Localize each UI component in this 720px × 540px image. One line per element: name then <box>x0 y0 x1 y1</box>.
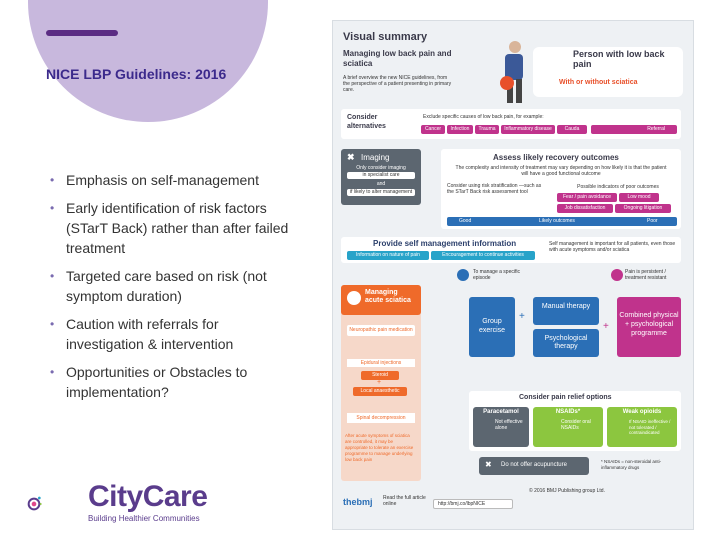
steroid-pill: Steroid <box>361 371 399 380</box>
anaesthetic-pill: Local anaesthetic <box>353 387 407 396</box>
epidural-title: Epidural injections <box>347 359 415 367</box>
bullet-item: Early identification of risk factors (ST… <box>44 198 294 258</box>
indicator-pill: Job dissatisfaction <box>557 204 613 213</box>
indicators-title: Possible indicators of poor outcomes <box>577 184 659 190</box>
scale-poor: Poor <box>647 218 658 224</box>
bullet-item: Caution with referrals for investigation… <box>44 314 294 354</box>
person-title: Person with low back pain <box>573 49 665 69</box>
indicator-pill: Low mood <box>619 193 659 202</box>
copyright: © 2016 BMJ Publishing group Ltd. <box>529 488 605 494</box>
relief-title: Consider pain relief options <box>519 394 612 401</box>
cause-pill: Trauma <box>475 125 499 134</box>
info-intro: A brief overview the new NICE guidelines… <box>343 75 452 93</box>
acute-note: After acute symptoms of sciatica are con… <box>345 433 414 462</box>
cause-pill: Inflammatory disease <box>501 125 555 134</box>
to-manage: To manage a specific episode <box>473 269 520 281</box>
imaging-if: if likely to alter management <box>347 189 415 196</box>
para-note: Not effective alone <box>495 419 523 431</box>
cause-pill: Cancer <box>421 125 445 134</box>
logo-wordmark: CityCare <box>88 480 208 513</box>
info-subheader: Managing low back pain and sciatica <box>343 49 452 68</box>
info-header: Visual summary <box>343 31 428 43</box>
bullet-item: Targeted care based on risk (not symptom… <box>44 266 294 306</box>
x-icon: ✖ <box>347 152 355 162</box>
logo-tagline: Building Healthier Communities <box>88 514 200 523</box>
nsaids-note: Consider oral NSAIDs <box>561 419 591 431</box>
opioids-title: Weak opioids <box>622 409 662 415</box>
group-exercise: Group exercise <box>478 318 506 334</box>
footnote: * NSAIDs = non-steroidal anti-inflammato… <box>601 459 662 470</box>
opioids-note: If NSAID ineffective / not tolerated / c… <box>629 419 671 435</box>
para-title: Paracetamol <box>483 409 519 415</box>
nsaids-title: NSAIDs* <box>555 409 581 415</box>
cause-pill: Cauda equina <box>557 125 587 141</box>
neuro-box: Neuropathic pain medication <box>347 325 415 336</box>
spinal-box: Spinal decompression <box>347 413 415 423</box>
combined-programme: Combined physical + psychological progra… <box>619 312 679 337</box>
bullet-item: Opportunities or Obstacles to implementa… <box>44 362 294 402</box>
self-mgmt-title: Provide self management information <box>373 239 517 248</box>
imaging-specialist: in specialist care <box>347 172 415 179</box>
visual-summary-infographic: Visual summary Managing low back pain an… <box>332 20 694 530</box>
scale-mid: Likely outcomes <box>539 218 575 224</box>
cause-pill: Infection <box>447 125 473 134</box>
bmj-logo: thebmj <box>343 497 373 507</box>
assess-desc: The complexity and intensity of treatmen… <box>455 165 667 177</box>
article-link[interactable]: http://bmj.co/lbpNICE <box>433 499 513 509</box>
imaging-title: Imaging <box>361 153 390 162</box>
assess-title: Assess likely recovery outcomes <box>493 153 619 162</box>
psych-therapy: Psychological therapy <box>544 335 588 350</box>
scale-good: Good <box>459 218 472 224</box>
acupuncture: Do not offer acupuncture <box>501 462 567 468</box>
exclude-text: Exclude specific causes of low back pain… <box>423 114 544 120</box>
decorative-circle <box>28 0 268 122</box>
manual-therapy: Manual therapy <box>541 303 591 310</box>
consider-alternatives: Consider alternatives <box>347 114 386 130</box>
self-pill: Encouragement to continue activities <box>431 251 535 260</box>
read-online: Read the full article online <box>383 495 426 507</box>
imaging-text: Only consider imaging <box>356 165 406 171</box>
plus-icon: + <box>377 379 382 386</box>
bullet-list: Emphasis on self-management Early identi… <box>44 170 294 410</box>
indicator-pill: Ongoing litigation <box>615 204 671 213</box>
risk-tool: Consider using risk stratification —such… <box>447 183 542 195</box>
slide-title: NICE LBP Guidelines: 2016 <box>46 66 227 82</box>
person-subtitle: With or without sciatica <box>559 79 638 86</box>
citycare-logo-icon <box>27 496 42 511</box>
imaging-and: and <box>376 181 386 187</box>
accent-bar <box>46 30 118 36</box>
pain-persistent: Pain is persistent / treatment resistant <box>625 269 667 281</box>
person-icon <box>500 41 523 103</box>
self-pill: Information on nature of pain <box>347 251 429 260</box>
referral-arrow: Referral <box>591 125 677 134</box>
self-note: Self management is important for all pat… <box>549 241 676 253</box>
acute-title: Managing acute sciatica <box>365 289 411 304</box>
x-icon: ✖ <box>485 460 492 469</box>
bullet-item: Emphasis on self-management <box>44 170 294 190</box>
indicator-pill: Fear / pain avoidance <box>557 193 617 202</box>
